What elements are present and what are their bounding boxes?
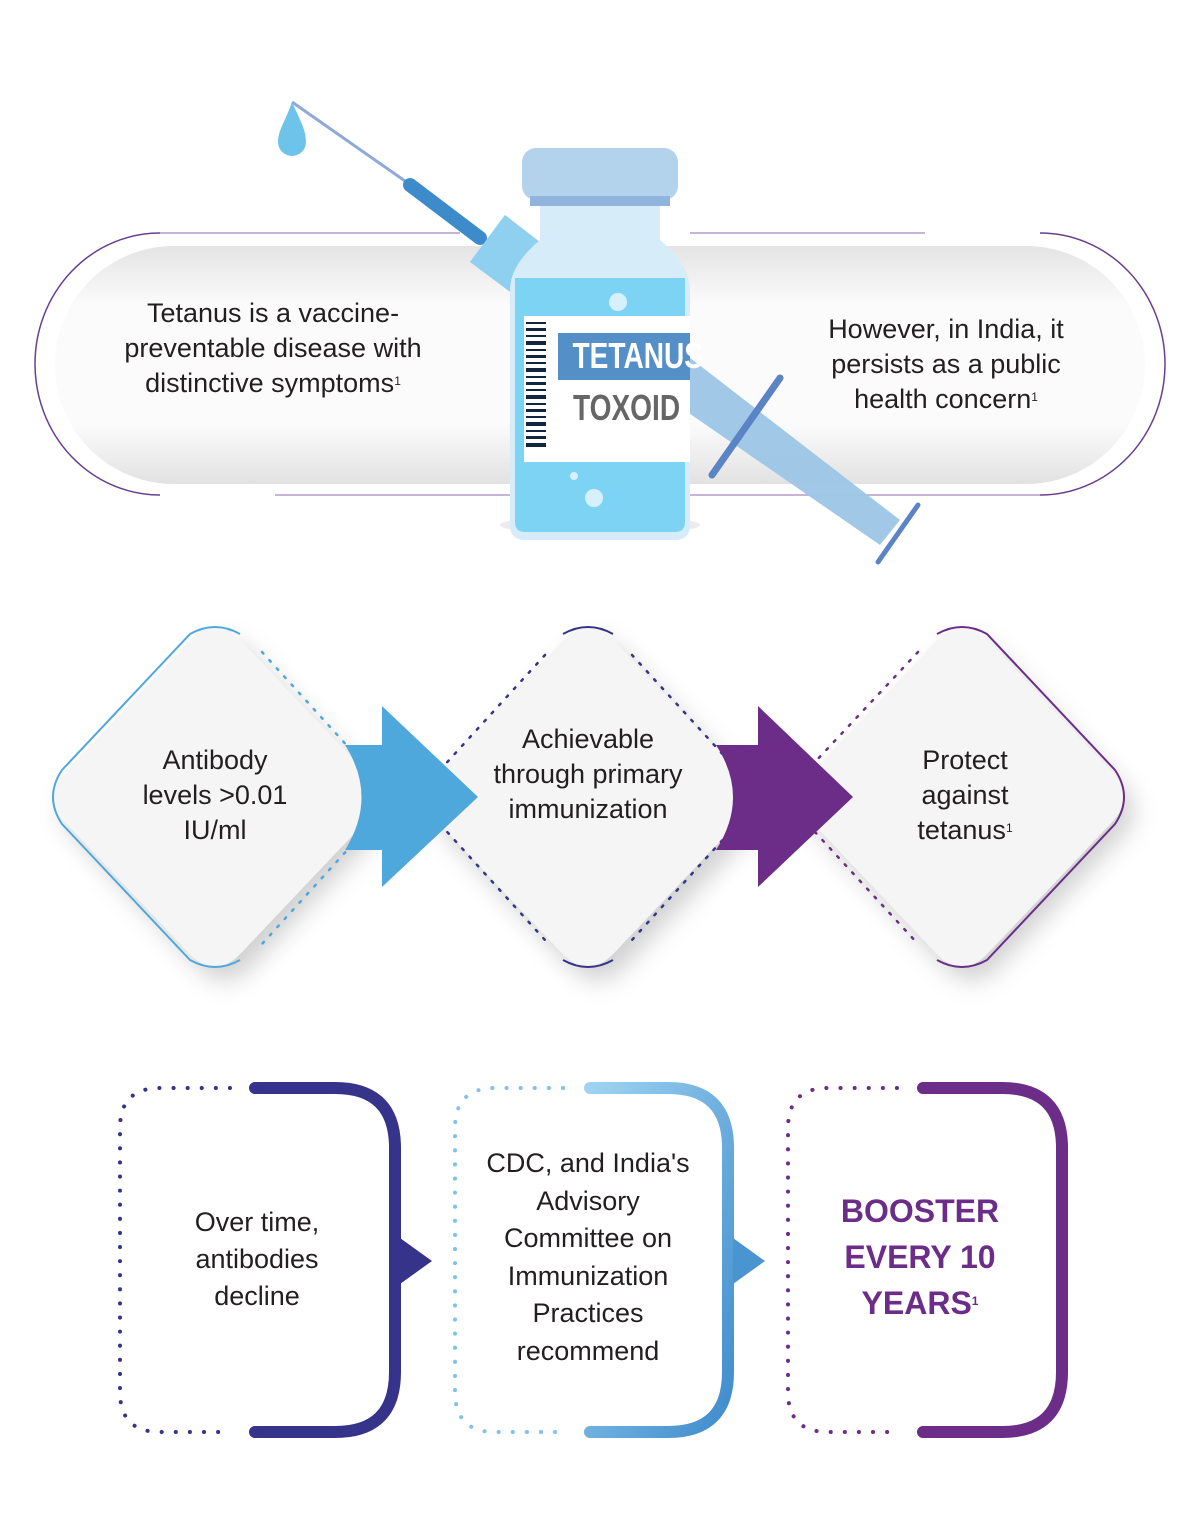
drop-icon <box>278 102 306 156</box>
flow-step-1-text: Antibody levels >0.01 IU/ml <box>142 745 288 845</box>
arrow-right-icon <box>345 706 478 887</box>
vial-label-tetanus: TETANUS <box>572 335 704 376</box>
diamond-1 <box>53 627 377 967</box>
barcode-icon <box>526 322 546 447</box>
steps <box>118 1082 1068 1438</box>
flow-step-2-text: Achievable through primary immunization <box>493 724 683 824</box>
flow-step-3-text: Protect against tetanus1 <box>917 745 1013 845</box>
banner-right-text: However, in India, it persists as a publ… <box>828 314 1064 414</box>
flow-diagram <box>52 626 1125 968</box>
step-3-booster-text: BOOSTER EVERY 10 YEARS1 <box>840 1193 1000 1321</box>
diamond-2 <box>426 627 750 967</box>
arrow-right-icon <box>716 706 853 887</box>
diamond-3 <box>800 627 1124 967</box>
step-2-text: CDC, and India's Advisory Committee on I… <box>486 1148 690 1366</box>
banner-left-text: Tetanus is a vaccine-preventable disease… <box>124 298 422 398</box>
step-1-text: Over time, antibodies decline <box>194 1207 320 1311</box>
vial-icon <box>500 148 700 540</box>
vial-label-toxoid: TOXOID <box>572 387 681 428</box>
